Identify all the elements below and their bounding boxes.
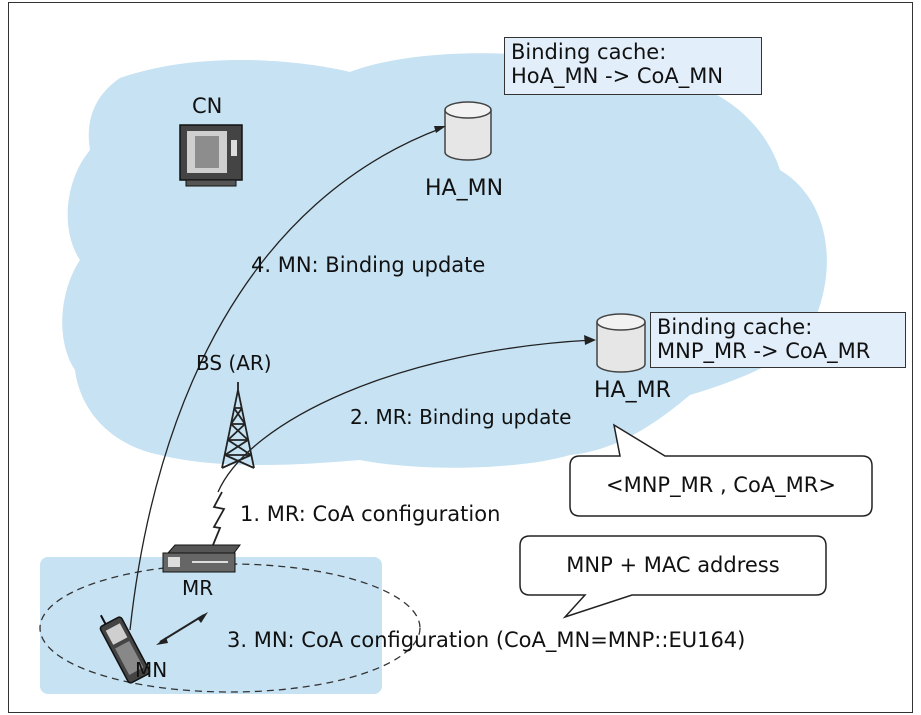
binding-cache-box-ha-mn: Binding cache: HoA_MN -> CoA_MN bbox=[504, 37, 762, 95]
step-label-4: 4. MN: Binding update bbox=[251, 253, 486, 277]
node-label-ha-mr: HA_MR bbox=[594, 378, 671, 403]
step-label-3: 3. MN: CoA configuration (CoA_MN=MNP::EU… bbox=[227, 628, 746, 652]
monitor-icon bbox=[179, 124, 243, 187]
binding-cache-title-ha-mr: Binding cache: bbox=[657, 315, 813, 339]
binding-update-arrow-mr bbox=[217, 339, 594, 493]
callout-text-mnp-coa: <MNP_MR , CoA_MR> bbox=[605, 473, 836, 497]
wireless-link-icon bbox=[212, 491, 226, 546]
step-label-1: 1. MR: CoA configuration bbox=[240, 502, 501, 526]
mobile-network-ellipse bbox=[39, 563, 421, 693]
binding-cache-entry-ha-mr: MNP_MR -> CoA_MR bbox=[657, 339, 871, 363]
node-label-bs: BS (AR) bbox=[196, 351, 272, 375]
node-label-cn: CN bbox=[192, 94, 223, 118]
arrowhead-ha-mn bbox=[434, 126, 446, 133]
binding-update-arrow-mn bbox=[129, 127, 443, 631]
database-icon-ha-mr bbox=[596, 313, 646, 373]
arrowhead-mn-end bbox=[156, 637, 168, 645]
callout-bubble-mnp-mac bbox=[519, 535, 827, 619]
node-label-mr: MR bbox=[182, 576, 214, 600]
mobile-phone-icon bbox=[99, 614, 151, 684]
callout-text-mnp-mac: MNP + MAC address bbox=[566, 553, 780, 577]
step-label-2: 2. MR: Binding update bbox=[350, 405, 572, 429]
binding-cache-title-ha-mn: Binding cache: bbox=[511, 40, 667, 64]
callout-bubble-mnp-coa bbox=[569, 423, 873, 517]
binding-cache-box-ha-mr: Binding cache: MNP_MR -> CoA_MR bbox=[650, 312, 906, 368]
tower-icon bbox=[221, 382, 255, 469]
router-icon bbox=[162, 544, 241, 573]
mn-mr-link-arrow bbox=[159, 614, 205, 643]
arrowhead-ha-mr bbox=[584, 335, 596, 345]
node-label-mn: MN bbox=[135, 658, 168, 682]
arrowhead-mr-end bbox=[197, 612, 208, 623]
node-label-ha-mn: HA_MN bbox=[425, 176, 504, 201]
database-icon-ha-mn bbox=[444, 101, 492, 161]
binding-cache-entry-ha-mn: HoA_MN -> CoA_MN bbox=[511, 64, 724, 88]
